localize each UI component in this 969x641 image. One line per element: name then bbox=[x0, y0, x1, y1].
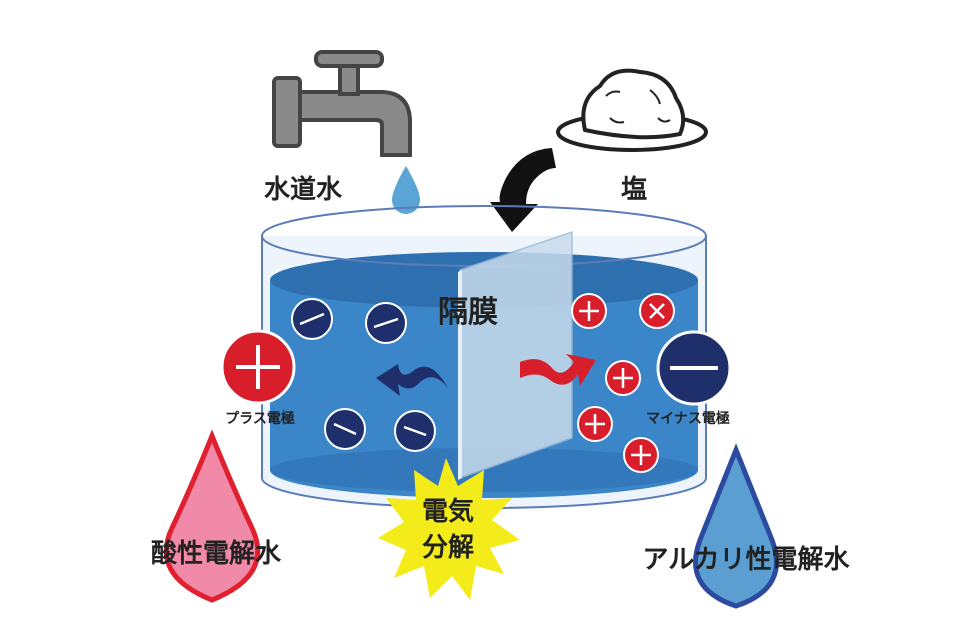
positive-ion bbox=[623, 437, 659, 473]
negative-ion bbox=[291, 298, 333, 340]
curved-arrow-icon bbox=[490, 148, 556, 232]
membrane-plate bbox=[458, 230, 573, 480]
electrolysis-label-line1: 電気 bbox=[422, 496, 474, 527]
positive-ion bbox=[577, 406, 613, 442]
faucet-icon bbox=[272, 50, 412, 157]
alkaline-water-label: アルカリ性電解水 bbox=[643, 545, 851, 575]
electrolysis-label-line2: 分解 bbox=[422, 533, 474, 563]
electrolysis-burst-icon bbox=[378, 458, 520, 600]
alkaline-water-drop-icon bbox=[693, 443, 779, 609]
positive-ion bbox=[605, 360, 641, 396]
negative-ion bbox=[394, 410, 436, 452]
plus-electrode-label: プラス電極 bbox=[225, 410, 295, 427]
negative-ion-arrow-icon bbox=[376, 364, 448, 396]
salt-label: 塩 bbox=[621, 175, 647, 205]
acidic-water-drop-icon bbox=[163, 429, 261, 603]
positive-ion bbox=[639, 293, 675, 329]
positive-ion-arrow-icon bbox=[520, 354, 596, 386]
negative-ion bbox=[365, 302, 407, 344]
minus-electrode-label: マイナス電極 bbox=[646, 410, 730, 427]
plus-electrode-icon bbox=[220, 329, 296, 405]
salt-pile-icon bbox=[556, 68, 708, 152]
negative-ion bbox=[324, 408, 366, 450]
positive-ion bbox=[571, 293, 607, 329]
water-drop-icon bbox=[392, 166, 420, 214]
tap-water-label: 水道水 bbox=[264, 174, 343, 205]
acidic-water-label: 酸性電解水 bbox=[151, 539, 282, 569]
minus-electrode-icon bbox=[656, 330, 732, 406]
membrane-label: 隔膜 bbox=[438, 295, 498, 330]
